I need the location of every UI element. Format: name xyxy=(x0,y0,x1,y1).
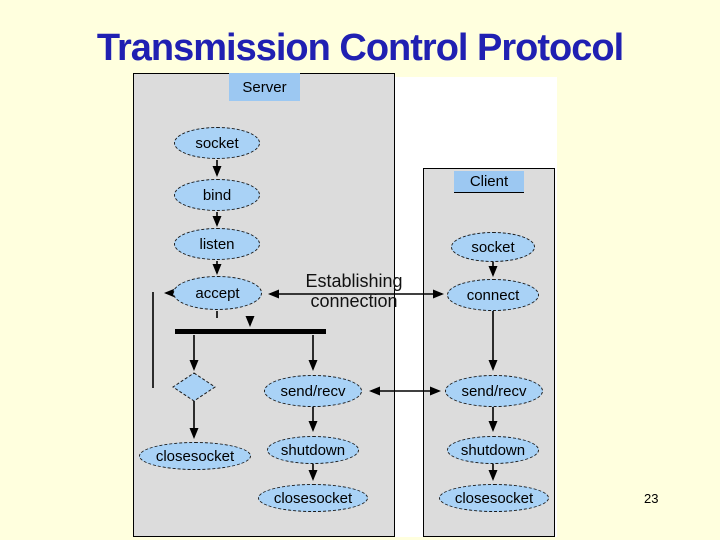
establishing-connection-annotation: Establishing connection xyxy=(288,271,420,311)
node-server-shutdown: shutdown xyxy=(267,436,359,464)
node-server-send-recv: send/recv xyxy=(264,375,362,407)
node-server-closesocket-left: closesocket xyxy=(139,442,251,470)
annotation-line-1: Establishing xyxy=(305,271,403,291)
node-client-connect: connect xyxy=(447,279,539,311)
node-client-send-recv: send/recv xyxy=(445,375,543,407)
node-server-listen: listen xyxy=(174,228,260,260)
client-panel xyxy=(423,168,555,537)
node-server-closesocket: closesocket xyxy=(258,484,368,512)
node-server-bind: bind xyxy=(174,179,260,211)
server-column-label: Server xyxy=(229,73,300,101)
node-server-socket: socket xyxy=(174,127,260,159)
annotation-line-2: connection xyxy=(310,291,398,311)
page-number: 23 xyxy=(644,491,659,506)
client-column-label: Client xyxy=(454,171,524,193)
slide-title: Transmission Control Protocol xyxy=(96,27,624,69)
node-server-accept: accept xyxy=(173,276,262,310)
node-client-shutdown: shutdown xyxy=(447,436,539,464)
node-client-socket: socket xyxy=(451,232,535,262)
node-client-closesocket: closesocket xyxy=(439,484,549,512)
